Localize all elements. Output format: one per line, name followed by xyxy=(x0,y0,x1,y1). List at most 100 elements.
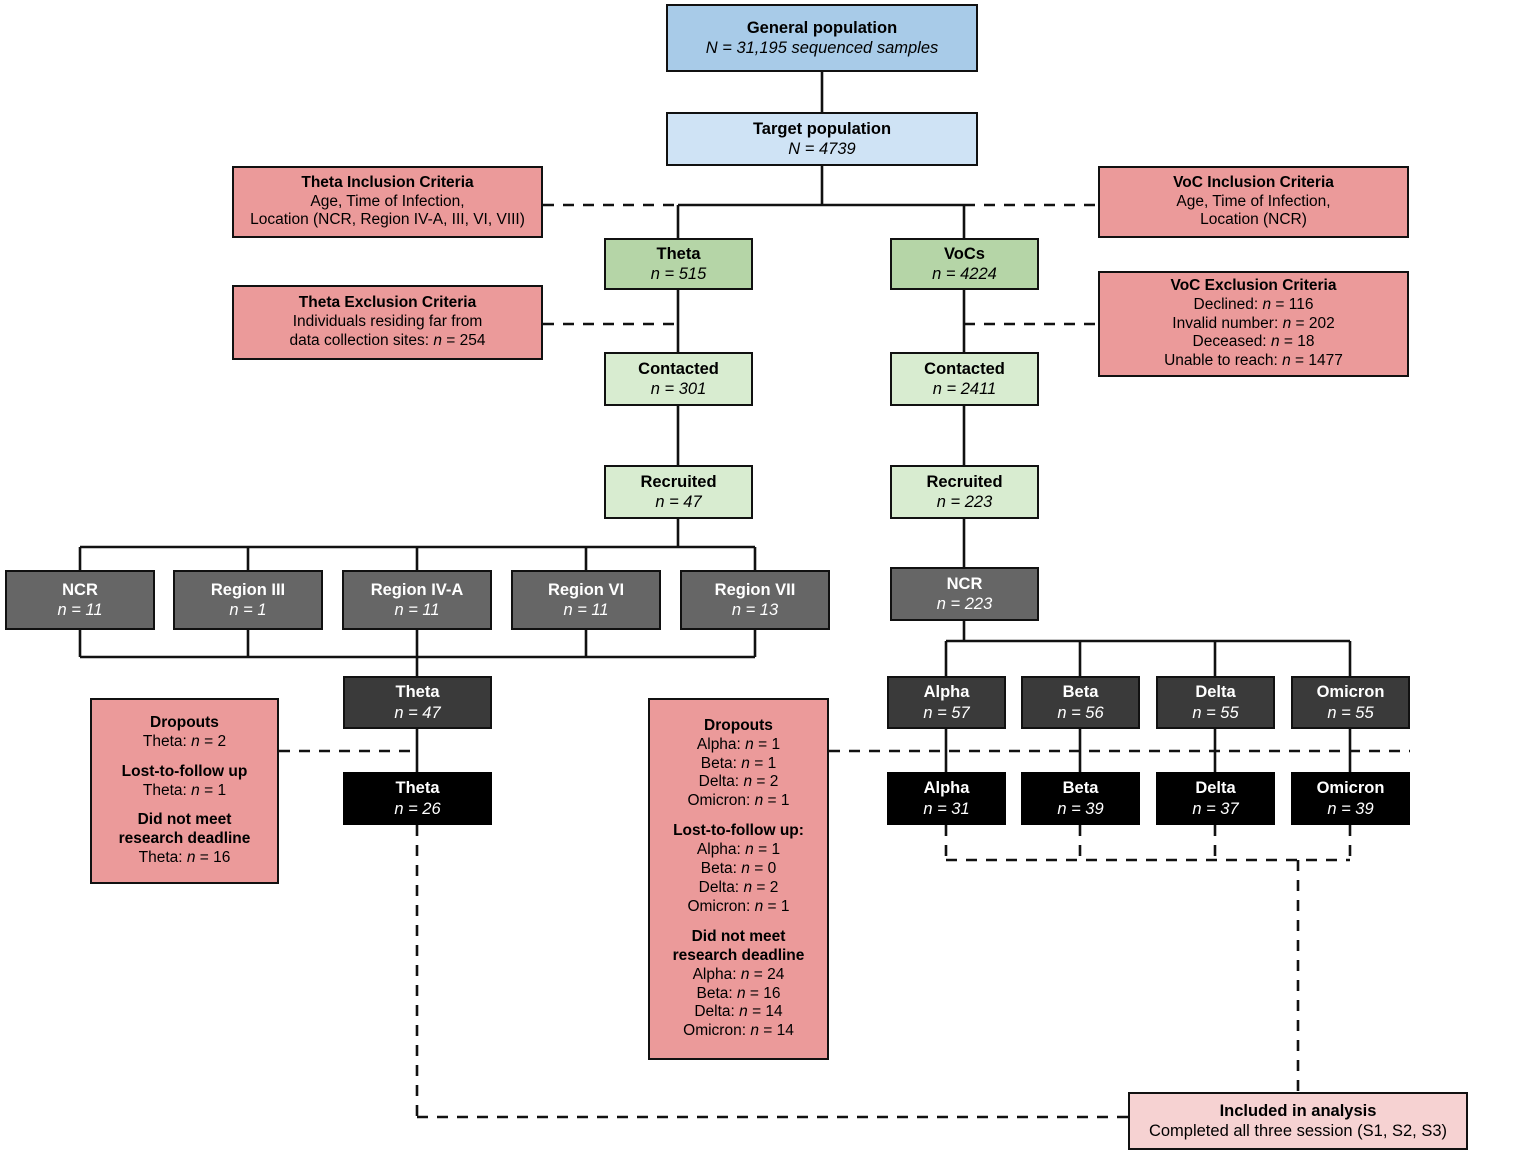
dropouts-heading: Lost-to-follow up: xyxy=(673,822,804,840)
node-title: NCR xyxy=(62,580,98,599)
node-voc-omicron-recruited: Omicron n = 55 xyxy=(1291,676,1410,729)
criteria-line: Location (NCR, Region IV-A, III, VI, VII… xyxy=(250,211,525,229)
dropouts-line: Beta: n = 1 xyxy=(700,754,777,772)
node-theta-region-vii: Region VII n = 13 xyxy=(680,570,830,630)
dropouts-heading-cont: research deadline xyxy=(672,946,805,964)
node-title: Beta xyxy=(1062,779,1099,798)
criteria-line: data collection sites: n = 254 xyxy=(289,331,486,349)
criteria-voc-inclusion: VoC Inclusion Criteria Age, Time of Infe… xyxy=(1098,166,1409,238)
node-title: Delta xyxy=(1195,779,1236,798)
node-theta-region-iva: Region IV-A n = 11 xyxy=(342,570,492,630)
criteria-line: Unable to reach: n = 1477 xyxy=(1164,352,1343,370)
node-voc-ncr: NCR n = 223 xyxy=(890,567,1039,621)
dropouts-line: Omicron: n = 1 xyxy=(687,792,790,810)
node-voc-alpha-recruited: Alpha n = 57 xyxy=(887,676,1006,729)
node-voc-delta-recruited: Delta n = 55 xyxy=(1156,676,1275,729)
node-subtitle: n = 37 xyxy=(1192,799,1239,818)
node-target-population: Target population N = 4739 xyxy=(666,112,978,166)
dropouts-heading: Did not meet xyxy=(691,927,786,945)
node-voc-beta-recruited: Beta n = 56 xyxy=(1021,676,1140,729)
node-theta-region-vi: Region VI n = 11 xyxy=(511,570,661,630)
node-theta-region-ncr: NCR n = 11 xyxy=(5,570,155,630)
node-subtitle: n = 11 xyxy=(57,601,103,619)
criteria-line: Individuals residing far from xyxy=(292,313,483,331)
node-subtitle: N = 31,195 sequenced samples xyxy=(705,39,939,57)
node-title: Recruited xyxy=(640,472,717,491)
node-subtitle: n = 56 xyxy=(1057,703,1104,722)
dropouts-line: Theta: n = 2 xyxy=(142,732,227,750)
node-theta-26: Theta n = 26 xyxy=(343,772,492,825)
node-subtitle: n = 26 xyxy=(394,799,441,818)
dropouts-line: Omicron: n = 14 xyxy=(683,1022,794,1040)
criteria-voc-exclusion: VoC Exclusion Criteria Declined: n = 116… xyxy=(1098,271,1409,377)
node-title: VoCs xyxy=(944,244,985,263)
node-subtitle: N = 4739 xyxy=(788,140,856,158)
node-title: Omicron xyxy=(1316,683,1385,702)
node-title: Region IV-A xyxy=(370,580,464,599)
node-subtitle: n = 223 xyxy=(936,493,993,511)
node-voc-contacted: Contacted n = 2411 xyxy=(890,352,1039,406)
dropouts-line: Alpha: n = 1 xyxy=(696,841,781,859)
node-subtitle: n = 11 xyxy=(394,601,440,619)
node-voc-omicron-final: Omicron n = 39 xyxy=(1291,772,1410,825)
node-title: NCR xyxy=(946,574,983,593)
dropouts-heading: Lost-to-follow up xyxy=(121,762,248,780)
node-title: Region VII xyxy=(714,580,796,599)
node-voc-recruited: Recruited n = 223 xyxy=(890,465,1039,519)
node-voc-beta-final: Beta n = 39 xyxy=(1021,772,1140,825)
node-voc-alpha-final: Alpha n = 31 xyxy=(887,772,1006,825)
node-theta-region-iii: Region III n = 1 xyxy=(173,570,323,630)
node-subtitle: n = 4224 xyxy=(932,265,997,283)
dropouts-line: Delta: n = 2 xyxy=(698,773,779,791)
node-title: Recruited xyxy=(926,472,1003,491)
node-title: Contacted xyxy=(638,359,719,378)
node-subtitle: n = 11 xyxy=(563,601,609,619)
node-title: Theta xyxy=(656,244,701,263)
node-title: Region III xyxy=(210,580,286,599)
criteria-title: VoC Exclusion Criteria xyxy=(1170,276,1337,294)
panel-theta-dropouts: Dropouts Theta: n = 2 Lost-to-follow up … xyxy=(90,698,279,884)
node-title: Omicron xyxy=(1316,779,1385,798)
criteria-title: Theta Inclusion Criteria xyxy=(301,173,474,191)
node-subtitle: n = 57 xyxy=(923,703,970,722)
criteria-line: Invalid number: n = 202 xyxy=(1172,314,1335,332)
node-subtitle: n = 13 xyxy=(731,601,779,619)
criteria-line: Deceased: n = 18 xyxy=(1192,333,1315,351)
node-theta: Theta n = 515 xyxy=(604,238,753,290)
node-title: Alpha xyxy=(923,779,970,798)
dropouts-line: Alpha: n = 24 xyxy=(692,965,785,983)
node-title: Region VI xyxy=(547,580,625,599)
node-subtitle: n = 47 xyxy=(655,493,702,511)
node-title: Alpha xyxy=(923,683,970,702)
node-theta-contacted: Contacted n = 301 xyxy=(604,352,753,406)
node-title: Delta xyxy=(1195,683,1236,702)
dropouts-line: Omicron: n = 1 xyxy=(687,897,790,915)
criteria-line: Age, Time of Infection, xyxy=(1176,192,1331,210)
dropouts-line: Beta: n = 0 xyxy=(700,860,777,878)
criteria-title: VoC Inclusion Criteria xyxy=(1173,173,1334,191)
node-subtitle: n = 55 xyxy=(1192,703,1239,722)
node-subtitle: n = 223 xyxy=(936,595,993,613)
node-title: Theta xyxy=(395,779,440,798)
node-included-in-analysis: Included in analysis Completed all three… xyxy=(1128,1092,1468,1150)
node-title: Beta xyxy=(1062,683,1099,702)
panel-voc-dropouts: Dropouts Alpha: n = 1 Beta: n = 1 Delta:… xyxy=(648,698,829,1060)
criteria-title: Theta Exclusion Criteria xyxy=(298,294,477,312)
node-subtitle: n = 55 xyxy=(1327,703,1374,722)
node-subtitle: n = 31 xyxy=(923,799,970,818)
dropouts-line: Delta: n = 14 xyxy=(694,1003,783,1021)
node-title: Contacted xyxy=(924,359,1005,378)
node-subtitle: Completed all three session (S1, S2, S3) xyxy=(1148,1122,1448,1140)
node-subtitle: n = 2411 xyxy=(932,380,997,398)
node-title: Target population xyxy=(752,119,892,138)
node-subtitle: n = 515 xyxy=(650,265,707,283)
criteria-line: Declined: n = 116 xyxy=(1193,295,1314,313)
node-theta-recruited: Recruited n = 47 xyxy=(604,465,753,519)
criteria-line: Location (NCR) xyxy=(1200,211,1307,229)
node-voc-delta-final: Delta n = 37 xyxy=(1156,772,1275,825)
criteria-line: Age, Time of Infection, xyxy=(310,192,465,210)
dropouts-heading: Dropouts xyxy=(704,716,773,734)
node-subtitle: n = 1 xyxy=(229,601,267,619)
dropouts-line: Theta: n = 1 xyxy=(142,781,227,799)
